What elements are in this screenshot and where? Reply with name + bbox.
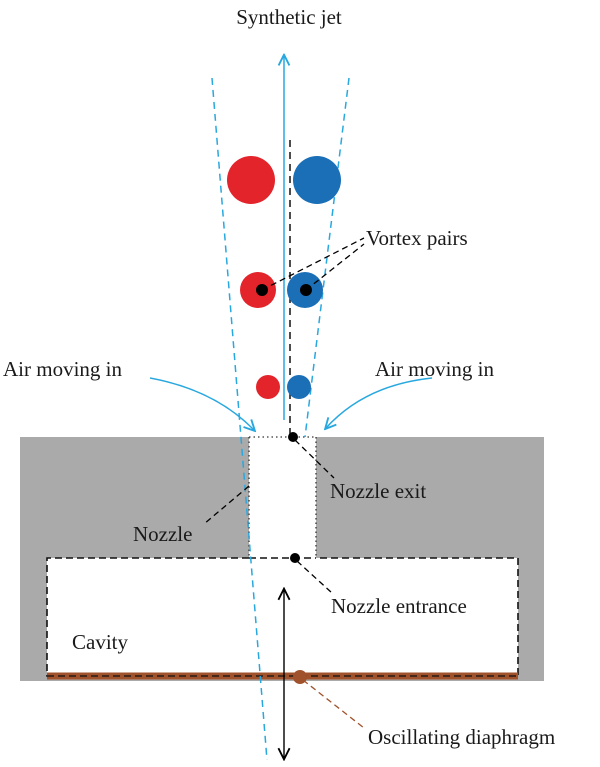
air-in-arrow-right — [326, 377, 433, 428]
vortex-left-top — [227, 156, 275, 204]
label-synthetic-jet: Synthetic jet — [236, 5, 342, 29]
label-air-moving-in-left: Air moving in — [3, 357, 122, 381]
nozzle-exit-leader — [294, 439, 335, 479]
nozzle-entrance-leader — [296, 560, 333, 594]
label-air-moving-in-right: Air moving in — [375, 357, 494, 381]
actuator-housing — [20, 437, 544, 681]
label-vortex-pairs: Vortex pairs — [366, 226, 468, 250]
nozzle-entrance-dot — [290, 553, 300, 563]
jet-boundary-left — [211, 77, 268, 761]
vortex-right-bottom — [287, 375, 311, 399]
vortex-right-top — [293, 156, 341, 204]
vortex-leader-right — [305, 243, 365, 291]
vortex-leader-left — [261, 237, 365, 291]
vortex-left-bottom — [256, 375, 280, 399]
nozzle-exit-dot — [288, 432, 298, 442]
air-in-arrow-left — [149, 377, 254, 430]
label-cavity: Cavity — [72, 630, 128, 654]
label-nozzle-entrance: Nozzle entrance — [331, 594, 467, 618]
label-nozzle-exit: Nozzle exit — [330, 479, 426, 503]
diaphragm-leader — [302, 679, 365, 729]
label-nozzle: Nozzle — [133, 522, 192, 546]
label-oscillating-diaphragm: Oscillating diaphragm — [368, 725, 555, 749]
